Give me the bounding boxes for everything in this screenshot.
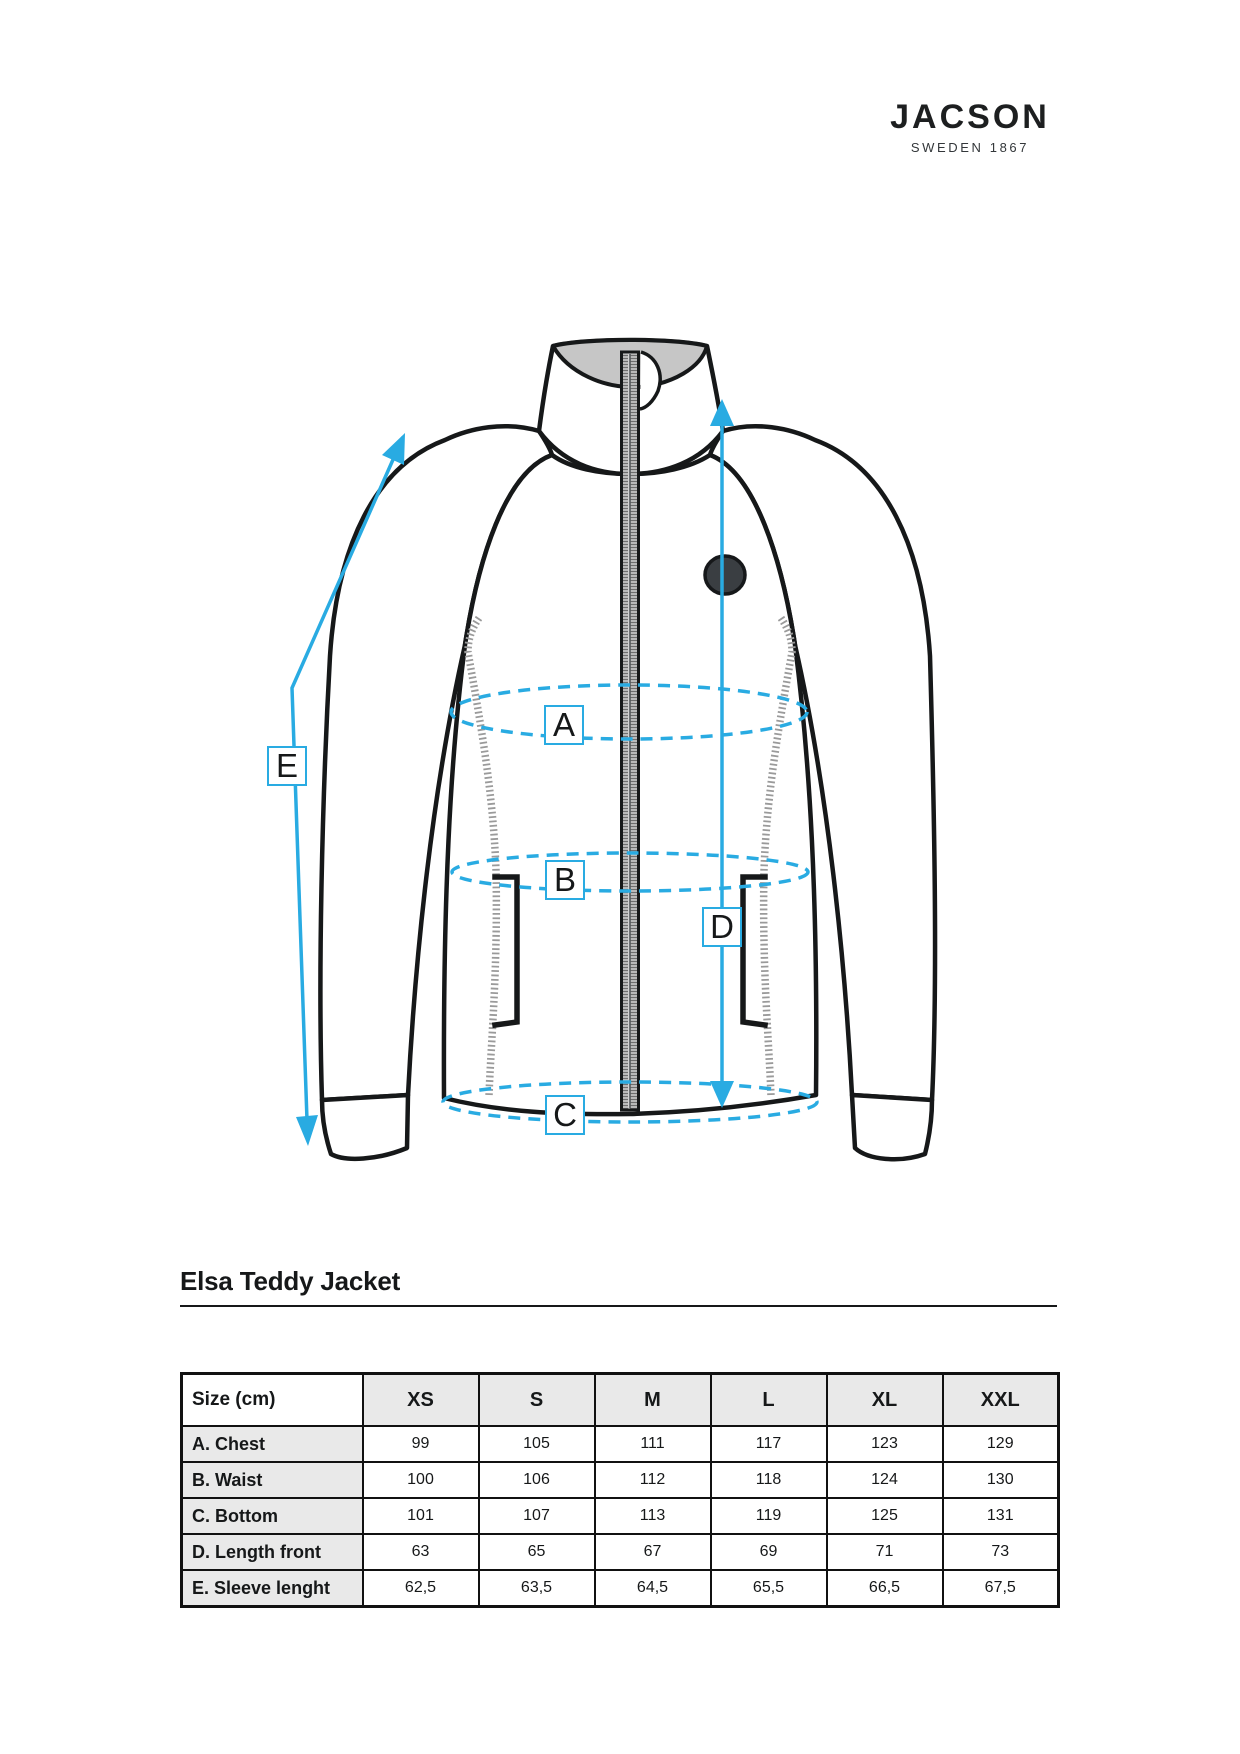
measure-ellipse-b-waist (450, 851, 810, 893)
value-cell: 105 (477, 1425, 596, 1463)
value-cell: 123 (825, 1425, 944, 1463)
header-size-xs: XS (361, 1372, 480, 1427)
value-cell: 99 (361, 1425, 480, 1463)
value-cell: 62,5 (361, 1569, 480, 1608)
row-label: E. Sleeve lenght (180, 1569, 364, 1608)
value-cell: 66,5 (825, 1569, 944, 1608)
table-row-bottom: C. Bottom 101 107 113 119 125 131 (180, 1497, 1060, 1535)
row-label: D. Length front (180, 1533, 364, 1571)
value-cell: 69 (709, 1533, 828, 1571)
measure-line-e-sleeve (290, 436, 405, 1121)
value-cell: 107 (477, 1497, 596, 1535)
value-cell: 131 (941, 1497, 1060, 1535)
brand-logo: JACSON SWEDEN 1867 (888, 100, 1052, 155)
row-label: C. Bottom (180, 1497, 364, 1535)
right-cuff (849, 1092, 935, 1162)
header-size-xl: XL (825, 1372, 944, 1427)
title-divider (180, 1305, 1057, 1307)
value-cell: 119 (709, 1497, 828, 1535)
value-cell: 124 (825, 1461, 944, 1499)
size-table: Size (cm) XS S M L XL XXL A. Chest 99 10… (180, 1372, 1060, 1608)
value-cell: 125 (825, 1497, 944, 1535)
value-cell: 67,5 (941, 1569, 1060, 1608)
value-cell: 112 (593, 1461, 712, 1499)
value-cell: 65,5 (709, 1569, 828, 1608)
right-side-seam (759, 615, 796, 1097)
value-cell: 67 (593, 1533, 712, 1571)
arrowhead-e-top (382, 433, 405, 465)
table-row-waist: B. Waist 100 106 112 118 124 130 (180, 1461, 1060, 1499)
value-cell: 100 (361, 1461, 480, 1499)
chest-badge-icon (703, 554, 747, 596)
value-cell: 117 (709, 1425, 828, 1463)
brand-tagline: SWEDEN 1867 (910, 140, 1030, 155)
callout-letter-c: C (553, 1096, 577, 1133)
left-cuff (319, 1092, 411, 1161)
callout-letter-d: D (710, 908, 734, 945)
zipper-garage (639, 350, 662, 411)
value-cell: 63,5 (477, 1569, 596, 1608)
value-cell: 118 (709, 1461, 828, 1499)
zipper (620, 350, 662, 1112)
table-row-chest: A. Chest 99 105 111 117 123 129 (180, 1425, 1060, 1463)
value-cell: 63 (361, 1533, 480, 1571)
measure-ellipse-c-bottom (441, 1080, 819, 1124)
callout-box-c (545, 1095, 585, 1135)
value-cell: 106 (477, 1461, 596, 1499)
right-pocket (740, 874, 769, 1029)
row-label: A. Chest (180, 1425, 364, 1463)
header-size-s: S (477, 1372, 596, 1427)
value-cell: 73 (941, 1533, 1060, 1571)
header-size-xxl: XXL (941, 1372, 1060, 1427)
product-title: Elsa Teddy Jacket (180, 1266, 401, 1296)
arrowhead-e-bottom (296, 1115, 318, 1146)
row-label: B. Waist (180, 1461, 364, 1499)
header-size-m: M (593, 1372, 712, 1427)
arrowhead-d-down (710, 1081, 734, 1108)
callout-letter-b: B (554, 861, 576, 898)
callout-box-b (545, 860, 585, 900)
value-cell: 129 (941, 1425, 1060, 1463)
header-size-l: L (709, 1372, 828, 1427)
value-cell: 64,5 (593, 1569, 712, 1608)
callout-box-a (544, 705, 584, 745)
value-cell: 65 (477, 1533, 596, 1571)
left-side-seam (464, 615, 501, 1097)
arrowhead-d-up (710, 399, 734, 426)
value-cell: 71 (825, 1533, 944, 1571)
callout-letter-e: E (276, 747, 298, 784)
callout-box-d (702, 907, 742, 947)
value-cell: 111 (593, 1425, 712, 1463)
value-cell: 101 (361, 1497, 480, 1535)
header-size-cm: Size (cm) (180, 1372, 364, 1427)
left-pocket (491, 874, 520, 1029)
callout-box-e (267, 746, 307, 786)
table-header-row: Size (cm) XS S M L XL XXL (180, 1372, 1060, 1427)
callout-letter-a: A (553, 706, 575, 743)
value-cell: 130 (941, 1461, 1060, 1499)
brand-name: JACSON (890, 98, 1050, 136)
measure-ellipse-a-chest (449, 683, 809, 741)
table-row-length-front: D. Length front 63 65 67 69 71 73 (180, 1533, 1060, 1571)
table-row-sleeve-length: E. Sleeve lenght 62,5 63,5 64,5 65,5 66,… (180, 1569, 1060, 1608)
value-cell: 113 (593, 1497, 712, 1535)
